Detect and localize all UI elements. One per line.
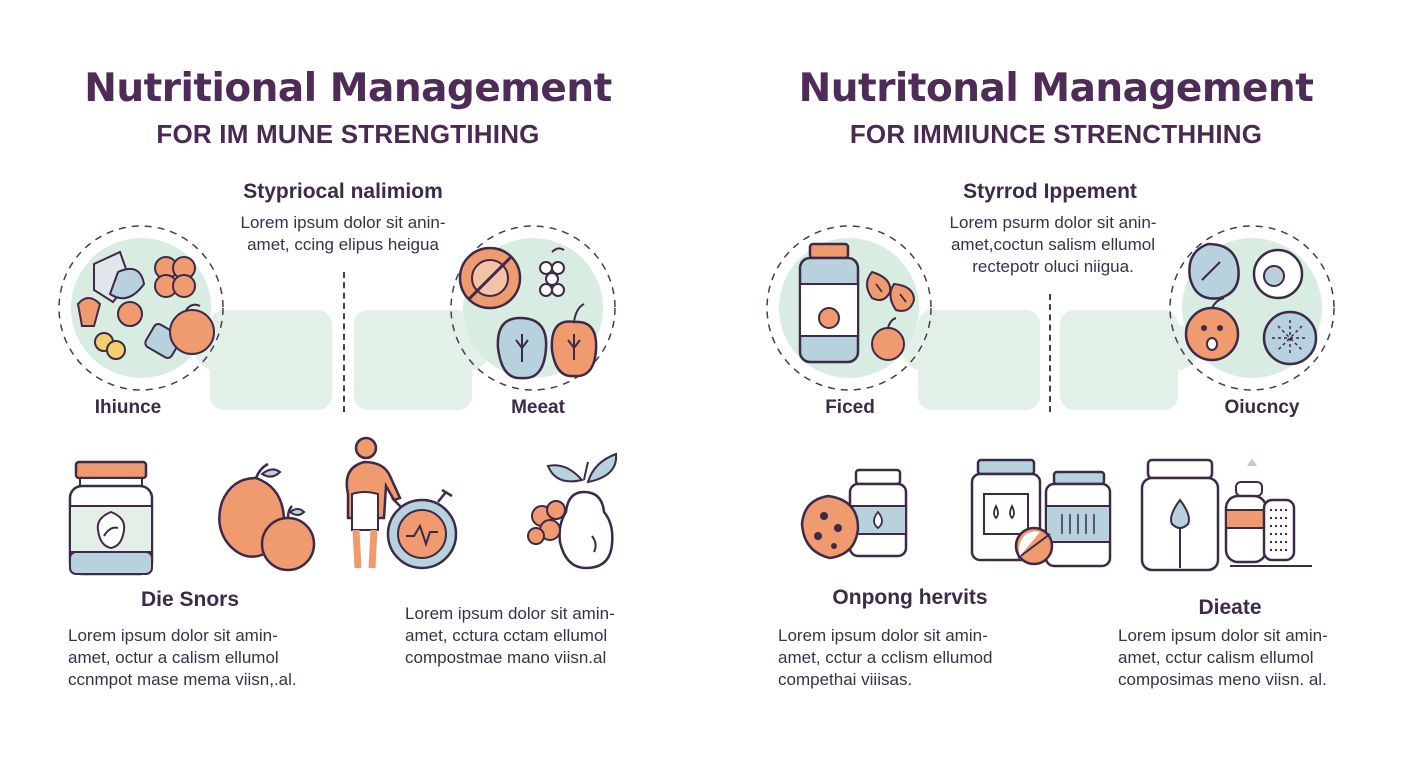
- left-divider: [343, 272, 345, 412]
- left-subtitle: FOR IM MUNE STRENGTIHING: [156, 119, 540, 149]
- right-bottom-left-line-1: Lorem ipsum dolor sit amin-: [778, 626, 988, 645]
- right-subtitle: FOR IMMIUNCE STRENCTHHING: [849, 119, 1263, 149]
- vegetables-fruit-icon: [58, 225, 224, 391]
- left-bottom-right-line-2: amet, cctura cctam ellumol: [405, 626, 608, 645]
- left-title: Nutritional Management: [84, 66, 612, 111]
- right-circle-left-label: Ficed: [825, 397, 875, 418]
- fruit-faces-icon: [1169, 225, 1335, 391]
- left-section-text: Lorem ipsum dolor sit anin- amet, ccing …: [186, 212, 500, 256]
- left-circle-left-label: Ihiunce: [94, 397, 162, 418]
- right-bottom-right-line-3: composimas meno viisn. al.: [1118, 670, 1327, 689]
- left-bottom-text: Lorem ipsum dolor sit amin- amet, octur …: [68, 625, 297, 691]
- left-section-line-2: amet, ccing elipus heigua: [247, 235, 439, 254]
- right-section-line-2: amet,coctun salism ellumol: [950, 235, 1156, 254]
- drop-jar-icon: [1140, 458, 1312, 572]
- right-bottom-right-line-2: amet, cctur calism ellumol: [1118, 648, 1314, 667]
- left-bottom-right-line-3: compostmae mano viisn.al: [405, 648, 607, 667]
- left-bottom-right-text: Lorem ipsum dolor sit amin- amet, cctura…: [405, 603, 615, 669]
- left-bottom-heading: Die Snors: [140, 588, 240, 611]
- pills-bottle-icon: [800, 468, 908, 560]
- right-bottom-right-line-1: Lorem ipsum dolor sit amin-: [1118, 626, 1328, 645]
- medicine-jars-icon: [970, 458, 1112, 568]
- exercise-person-icon: [345, 436, 458, 570]
- right-section-line-1: Lorem psurm dolor sit anin-: [949, 213, 1157, 232]
- right-section-text: Lorem psurm dolor sit anin- amet,coctun …: [900, 212, 1206, 278]
- right-divider: [1049, 294, 1051, 412]
- right-section-line-3: rectepotr oluci niigua.: [972, 257, 1134, 276]
- left-bottom-line-2: amet, octur a calism ellumol: [68, 648, 279, 667]
- right-bottom-right-heading: Dieate: [1198, 596, 1262, 619]
- supplement-jar-icon: [68, 460, 154, 576]
- right-circle-right-label: Oiucncy: [1224, 397, 1300, 418]
- right-bottom-left-text: Lorem ipsum dolor sit amin- amet, cctur …: [778, 625, 992, 691]
- pear-berries-icon: [527, 452, 618, 570]
- left-section-heading: Stypriocal nalimiom: [243, 180, 443, 203]
- supplement-bottle-icon: [766, 225, 932, 391]
- right-bottom-left-heading: Onpong hervits: [832, 586, 988, 609]
- left-circle-right-label: Meeat: [511, 397, 565, 418]
- right-bottom-right-text: Lorem ipsum dolor sit amin- amet, cctur …: [1118, 625, 1328, 691]
- right-bottom-left-line-2: amet, cctur a cclism ellumod: [778, 648, 993, 667]
- left-bottom-right-line-1: Lorem ipsum dolor sit amin-: [405, 604, 615, 623]
- right-section-heading: Styrrod Ippement: [963, 180, 1137, 203]
- no-food-apple-icon: [450, 225, 616, 391]
- left-section-line-1: Lorem ipsum dolor sit anin-: [240, 213, 446, 232]
- right-title: Nutritonal Management: [798, 66, 1314, 111]
- left-bottom-line-3: ccnmpot mase mema viisn,.al.: [68, 670, 297, 689]
- right-bottom-left-line-3: compethai viiisas.: [778, 670, 913, 689]
- left-bottom-line-1: Lorem ipsum dolor sit amin-: [68, 626, 278, 645]
- peach-icon: [218, 462, 316, 572]
- right-connector-panel-b: [1060, 310, 1178, 410]
